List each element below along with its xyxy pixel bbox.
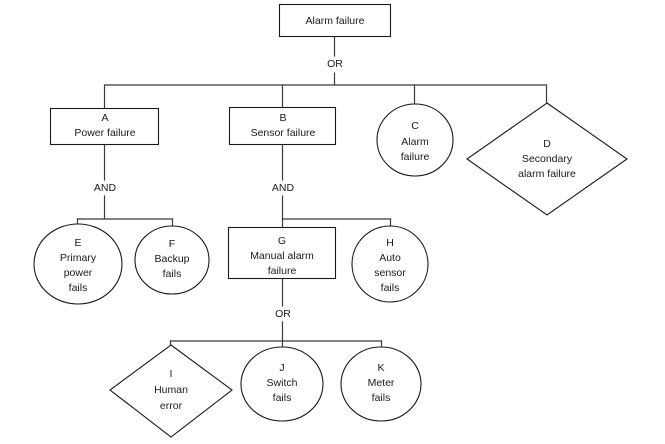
connector-group [76,36,548,349]
node-j-code: J [279,362,284,374]
node-d-line2: alarm failure [518,168,576,180]
node-k-line1: Meter [368,377,395,389]
node-i-code: I [170,368,173,380]
gate-label-g: OR [275,308,291,320]
node-f-line1: Backup [154,253,189,265]
gate-label-top: OR [327,58,343,70]
node-h-shape [351,225,429,303]
gate-label-a: AND [94,182,117,194]
node-c[interactable]: C Alarm failure [376,103,454,177]
node-i-shape [109,344,233,438]
node-k-shape [340,346,422,422]
node-i[interactable]: I Human error [109,344,233,438]
node-e-line1: Primary [60,252,97,264]
node-f-line2: fails [163,268,182,280]
node-g-code: G [278,235,286,247]
node-h-line1: Auto [379,252,401,264]
node-k-line2: fails [372,392,391,404]
node-h-line2: sensor [374,267,406,279]
node-b-line1: Sensor failure [251,127,316,139]
node-f-shape [134,225,210,295]
node-g-line2: failure [268,265,297,277]
node-g-line1: Manual alarm [250,250,314,262]
node-c-code: C [411,120,419,132]
node-c-line1: Alarm [401,136,429,148]
node-a-shape [49,107,160,146]
node-k[interactable]: K Meter fails [340,346,422,422]
node-i-line1: Human [154,384,188,396]
node-g-shape [227,226,337,280]
node-e[interactable]: E Primary power fails [33,223,123,305]
node-j[interactable]: J Switch fails [240,346,324,422]
node-g[interactable]: G Manual alarm failure [227,226,337,280]
node-j-line1: Switch [267,377,298,389]
node-a-line1: Power failure [74,127,135,139]
node-top-shape [278,3,392,38]
gate-label-b: AND [272,182,295,194]
node-e-line3: fails [69,282,88,294]
node-f[interactable]: F Backup fails [134,225,210,295]
node-d[interactable]: D Secondary alarm failure [466,102,628,216]
node-d-line1: Secondary [522,153,573,165]
node-j-shape [240,346,324,422]
node-d-code: D [543,138,551,150]
node-f-code: F [169,238,175,250]
node-top-label: Alarm failure [306,15,365,27]
node-h-line3: fails [381,282,400,294]
node-e-line2: power [64,267,93,279]
node-a[interactable]: A Power failure [49,107,160,146]
node-top[interactable]: Alarm failure [278,3,392,38]
node-e-code: E [74,237,81,249]
node-a-code: A [101,112,108,124]
node-d-shape [466,102,628,216]
node-h-code: H [386,237,394,249]
node-c-shape [376,103,454,177]
node-j-line2: fails [273,392,292,404]
node-h[interactable]: H Auto sensor fails [351,225,429,303]
node-b[interactable]: B Sensor failure [228,106,337,146]
node-e-shape [33,223,123,305]
node-c-line2: failure [401,151,430,163]
node-b-shape [228,106,337,146]
node-b-code: B [279,112,286,124]
node-i-line2: error [160,400,183,412]
node-k-code: K [377,362,384,374]
